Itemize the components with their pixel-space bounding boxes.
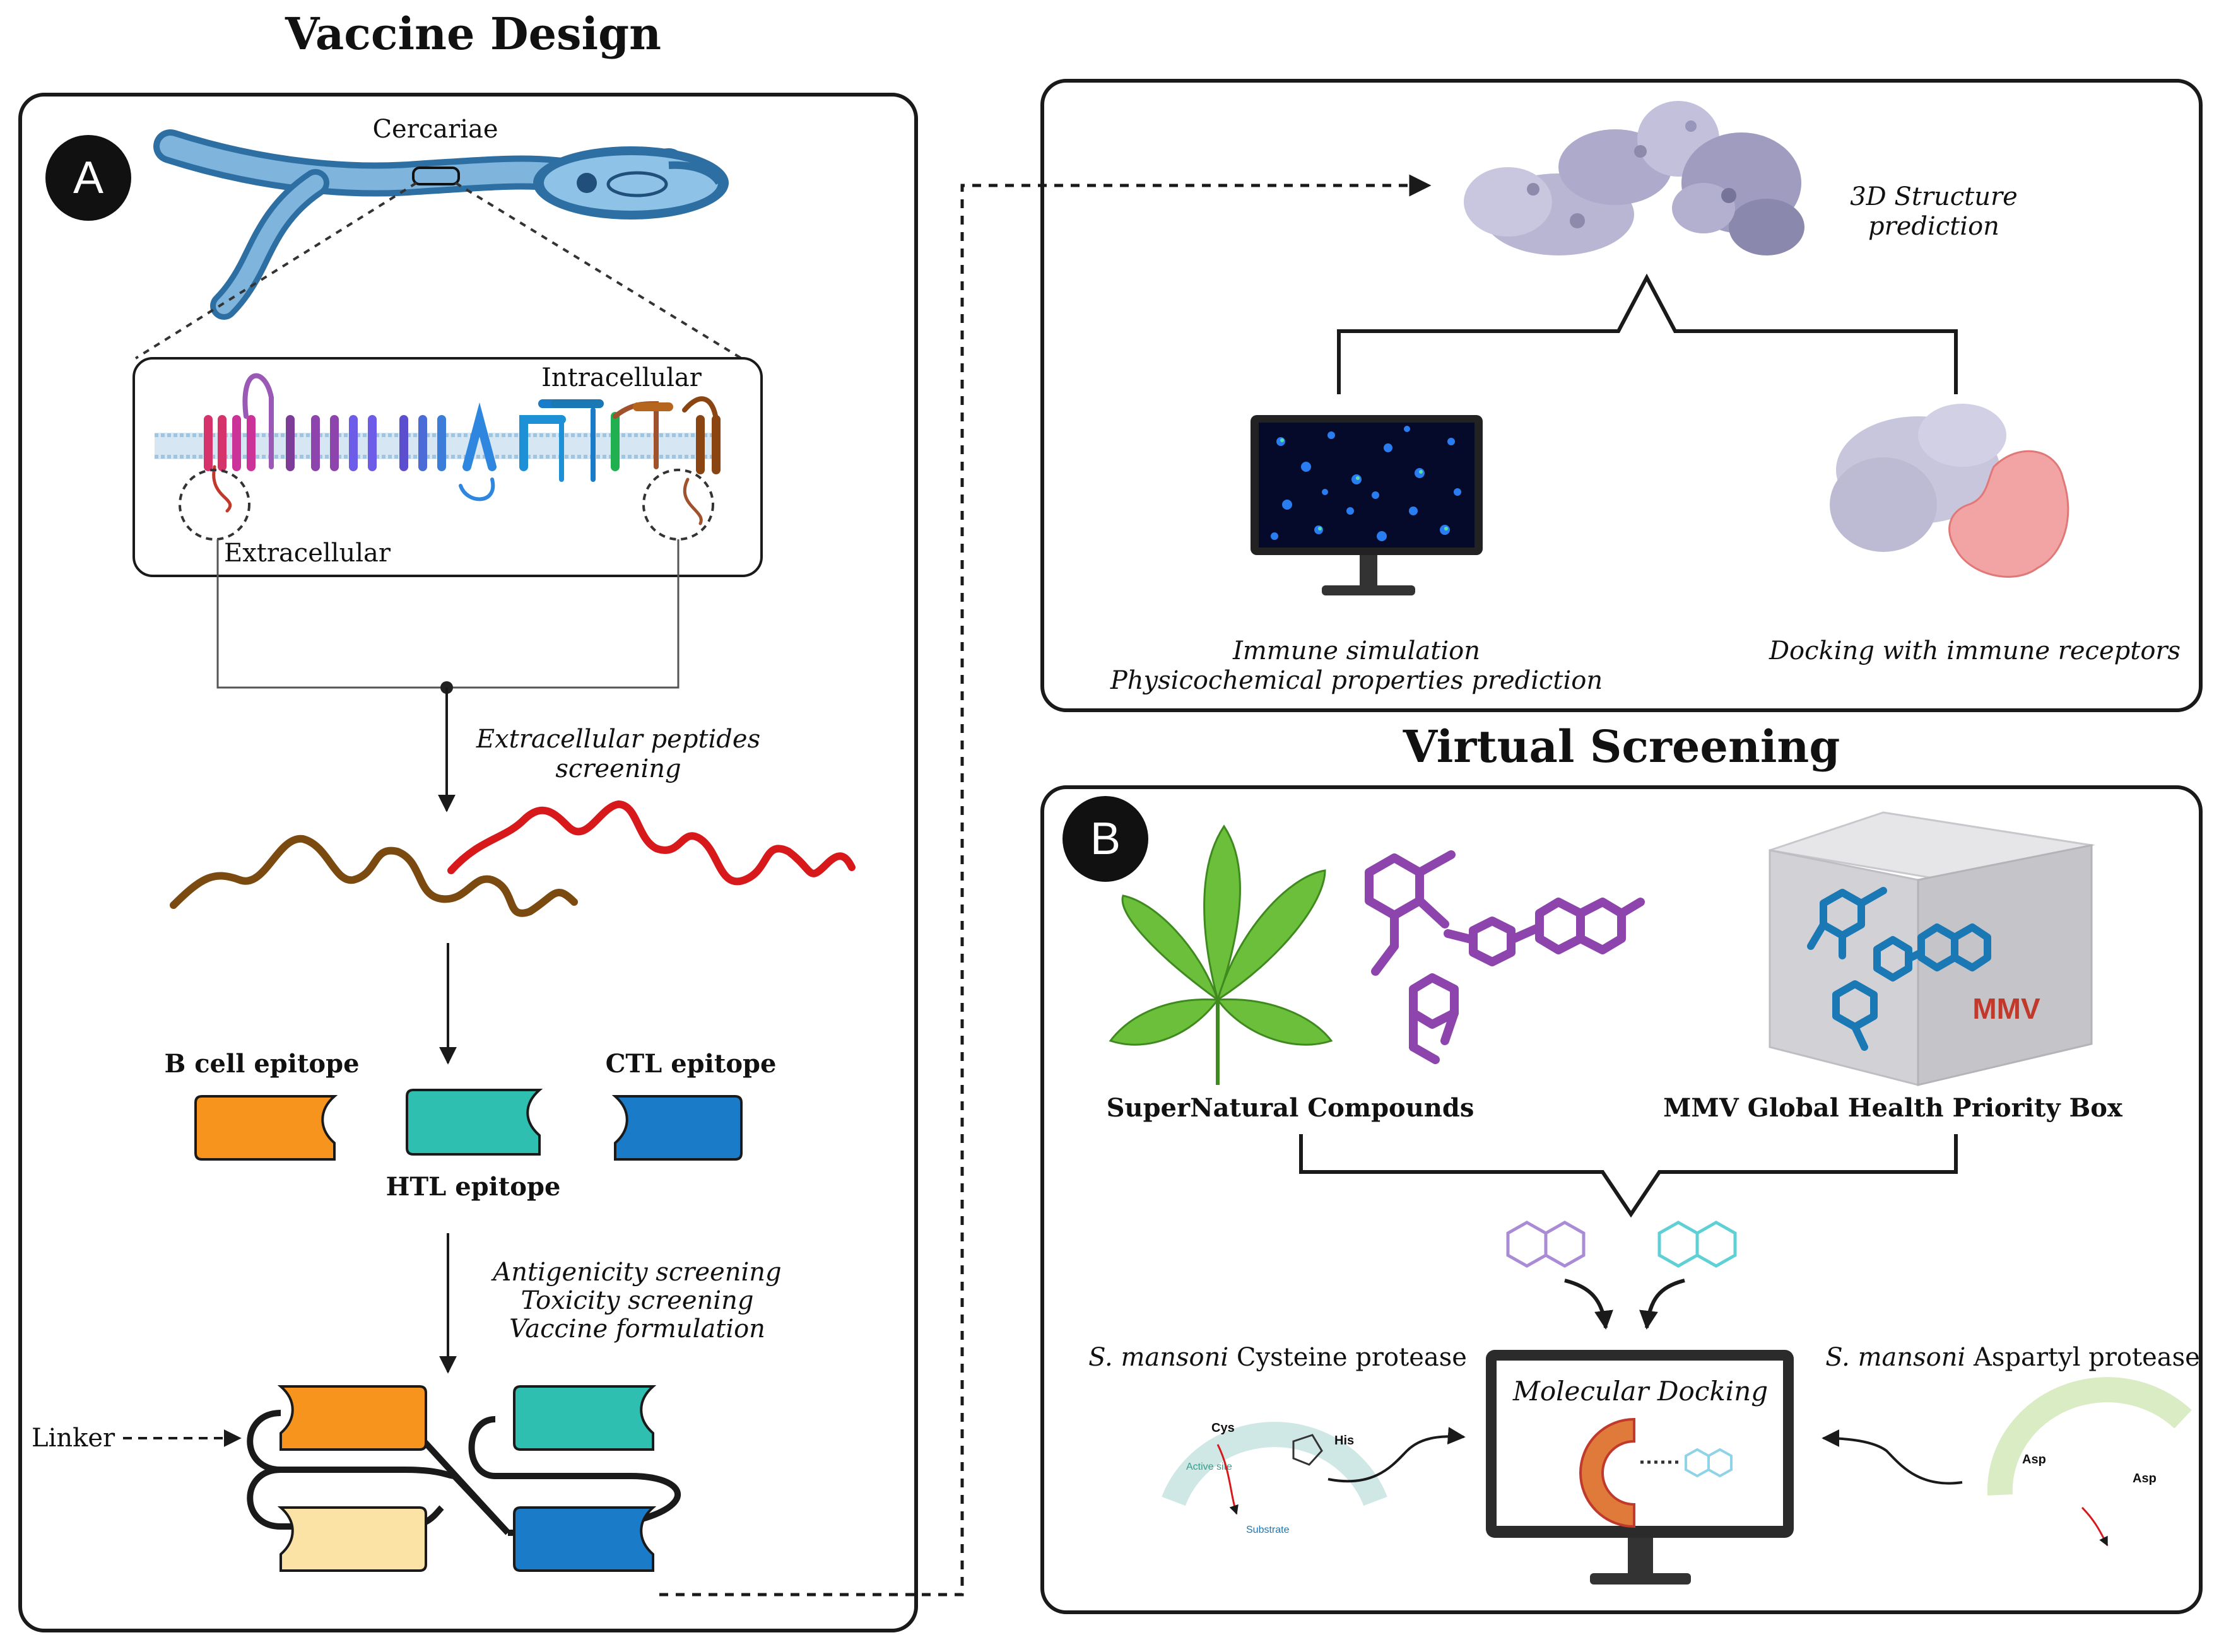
curved-arrow-purple: [1564, 1279, 1613, 1330]
naphthalene-cyan-icon: [1657, 1221, 1737, 1268]
immune-simulation-monitor: [1251, 415, 1483, 595]
asp-label-2: Asp: [2133, 1472, 2157, 1485]
aspartyl-protease-label: S. mansoni Aspartyl protease: [1825, 1343, 2200, 1372]
active-site-label: Active site: [1186, 1462, 1232, 1472]
linker-label: Linker: [32, 1424, 115, 1453]
molecular-docking-label: Molecular Docking: [1512, 1376, 1768, 1407]
intracellular-label: Intracellular: [541, 363, 702, 392]
panel-b-badge-label: B: [1090, 814, 1121, 864]
extracellular-label: Extracellular: [224, 539, 391, 568]
cys-label: Cys: [1211, 1421, 1235, 1435]
panel-a-frame: [18, 93, 918, 1632]
panel-b-badge: [1062, 796, 1148, 882]
supernatural-compounds-icons: [1365, 850, 1645, 1064]
ctl-epitope-block: [611, 1095, 743, 1161]
construct-ctl-block: [513, 1506, 657, 1572]
transmembrane-helices: [204, 373, 721, 525]
his-label: His: [1334, 1434, 1354, 1448]
peptide-screening-label-2: screening: [555, 754, 681, 783]
b-cell-epitope-block: [194, 1095, 338, 1161]
ctl-epitope-label: CTL epitope: [606, 1049, 777, 1079]
antigenicity-screening-label: Antigenicity screening: [490, 1258, 781, 1287]
htl-epitope-block: [406, 1089, 543, 1156]
panel-a-badge-label: A: [73, 153, 103, 203]
receptor-docking-illustration: [1830, 404, 2069, 578]
connector-dashed-to-structure: [659, 174, 1432, 1596]
vaccine-formulation-label: Vaccine formulation: [509, 1315, 765, 1344]
zoom-line-left: [134, 182, 418, 360]
zoom-line-right: [454, 182, 743, 360]
peptide-brown: [170, 835, 578, 917]
structure-prediction-label-2: prediction: [1868, 212, 1999, 241]
aspartyl-reaction-arrow: [2081, 1506, 2109, 1547]
aspartyl-to-docking-arrow: [1822, 1429, 1963, 1485]
naphthalene-purple-icon: [1506, 1221, 1586, 1268]
aspartyl-name: Aspartyl protease: [1965, 1343, 2199, 1372]
compound-merge-bracket: [1299, 1134, 1958, 1218]
imidazole-ring: [1292, 1434, 1323, 1466]
panel-a-badge: [45, 135, 131, 221]
structure-split-bracket: [1337, 273, 1958, 394]
cysteine-species: S. mansoni: [1088, 1343, 1228, 1372]
molecular-docking-monitor: [1486, 1350, 1794, 1585]
substrate-label: Substrate: [1246, 1525, 1290, 1535]
curved-arrow-cyan: [1639, 1279, 1685, 1330]
cysteine-protease-label: S. mansoni Cysteine protease: [1088, 1343, 1467, 1372]
extracellular-loop-right: [642, 469, 714, 541]
construct-htl-block: [513, 1385, 657, 1451]
cysteine-active-site-arc: [1162, 1422, 1387, 1506]
immune-simulation-label: Immune simulation: [1232, 636, 1480, 665]
mmv-box-label: MMV: [1972, 992, 2040, 1025]
htl-epitope-label: HTL epitope: [386, 1172, 561, 1202]
panel-b-frame: [1040, 785, 2203, 1614]
cysteine-to-docking-arrow: [1327, 1427, 1466, 1483]
vaccine-design-title: Vaccine Design: [285, 8, 661, 60]
b-cell-epitope-label: B cell epitope: [164, 1049, 359, 1079]
cercariae-label: Cercariae: [372, 115, 498, 144]
leaf-icon: [1109, 824, 1333, 1085]
docking-ligand-icon: [1685, 1448, 1733, 1478]
panel-top-right-frame: [1040, 79, 2203, 712]
cysteine-name: Cysteine protease: [1228, 1343, 1467, 1372]
toxicity-screening-label: Toxicity screening: [521, 1286, 754, 1315]
cysteine-reaction-arrow: [1216, 1444, 1239, 1515]
asp-label-1: Asp: [2022, 1453, 2046, 1467]
structure-prediction-label-1: 3D Structure: [1850, 182, 2018, 211]
membrane-zoom-box: [132, 357, 763, 577]
extracellular-loop-left: [179, 469, 250, 541]
mmv-global-health-label: MMV Global Health Priority Box: [1663, 1093, 2123, 1123]
supernatural-compounds-label: SuperNatural Compounds: [1107, 1093, 1474, 1123]
mmv-box-illustration: [1769, 811, 2095, 1086]
cercariae-illustration: [153, 129, 729, 320]
docking-receptor-shape: [1579, 1417, 1635, 1528]
aspartyl-species: S. mansoni: [1825, 1343, 1965, 1372]
peptide-screening-label-1: Extracellular peptides: [476, 725, 760, 754]
physicochemical-label: Physicochemical properties prediction: [1110, 666, 1603, 695]
peptide-red: [447, 800, 856, 886]
protein-3d-structure: [1464, 101, 1804, 255]
virtual-screening-title: Virtual Screening: [1403, 720, 1840, 773]
aspartyl-active-site-arc: [1987, 1377, 2192, 1496]
construct-pale-block: [277, 1506, 427, 1572]
mmv-compound-icons: [1807, 887, 1991, 1051]
cell-microscopy-highlights: [1280, 438, 1448, 530]
docking-immune-receptors-label: Docking with immune receptors: [1769, 636, 2181, 665]
construct-b-cell-block: [277, 1385, 427, 1451]
